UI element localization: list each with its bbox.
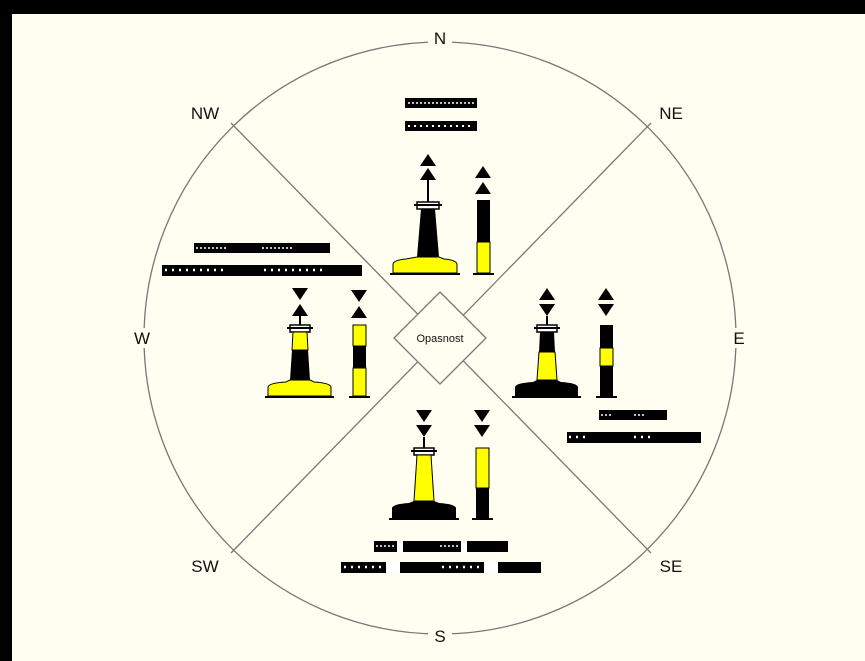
west-buoy [265,288,334,398]
cardinal-marks-diagram: Opasnost N NE E SE S SW W NW [130,28,750,648]
north-light-sequence [405,98,477,131]
topmark-cone-icon [416,410,432,422]
direction-w: W [134,329,150,348]
center-label: Opasnost [416,333,463,345]
topmark-cone-icon [475,166,491,178]
danger-diamond [393,291,487,385]
topmark-cone-icon [598,304,614,316]
diagram-frame: Opasnost N NE E SE S SW W NW [12,14,865,661]
south-light-sequence [341,541,541,573]
topmark-cone-icon [539,288,555,300]
north-buoy [390,154,460,275]
east-light-sequence [567,410,701,443]
direction-e: E [733,329,744,348]
topmark-cone-icon [351,290,367,302]
topmark-cone-icon [420,168,436,180]
direction-se: SE [660,557,683,576]
topmark-cone-icon [539,304,555,316]
topmark-cone-icon [416,425,432,437]
west-light-sequence [162,243,362,276]
topmark-cone-icon [598,288,614,300]
south-buoy [389,410,459,520]
topmark-cone-icon [475,182,491,194]
direction-n: N [434,29,446,48]
west-spar [349,290,370,398]
topmark-cone-icon [351,306,367,318]
topmark-cone-icon [292,288,308,300]
topmark-cone-icon [420,154,436,166]
direction-s: S [434,627,445,646]
north-spar [473,166,494,275]
topmark-cone-icon [474,425,490,437]
south-spar [472,410,493,520]
topmark-cone-icon [292,304,308,316]
east-spar [596,288,617,398]
direction-ne: NE [659,104,683,123]
direction-nw: NW [191,104,219,123]
topmark-cone-icon [474,410,490,422]
direction-sw: SW [191,557,218,576]
east-buoy [512,288,581,398]
